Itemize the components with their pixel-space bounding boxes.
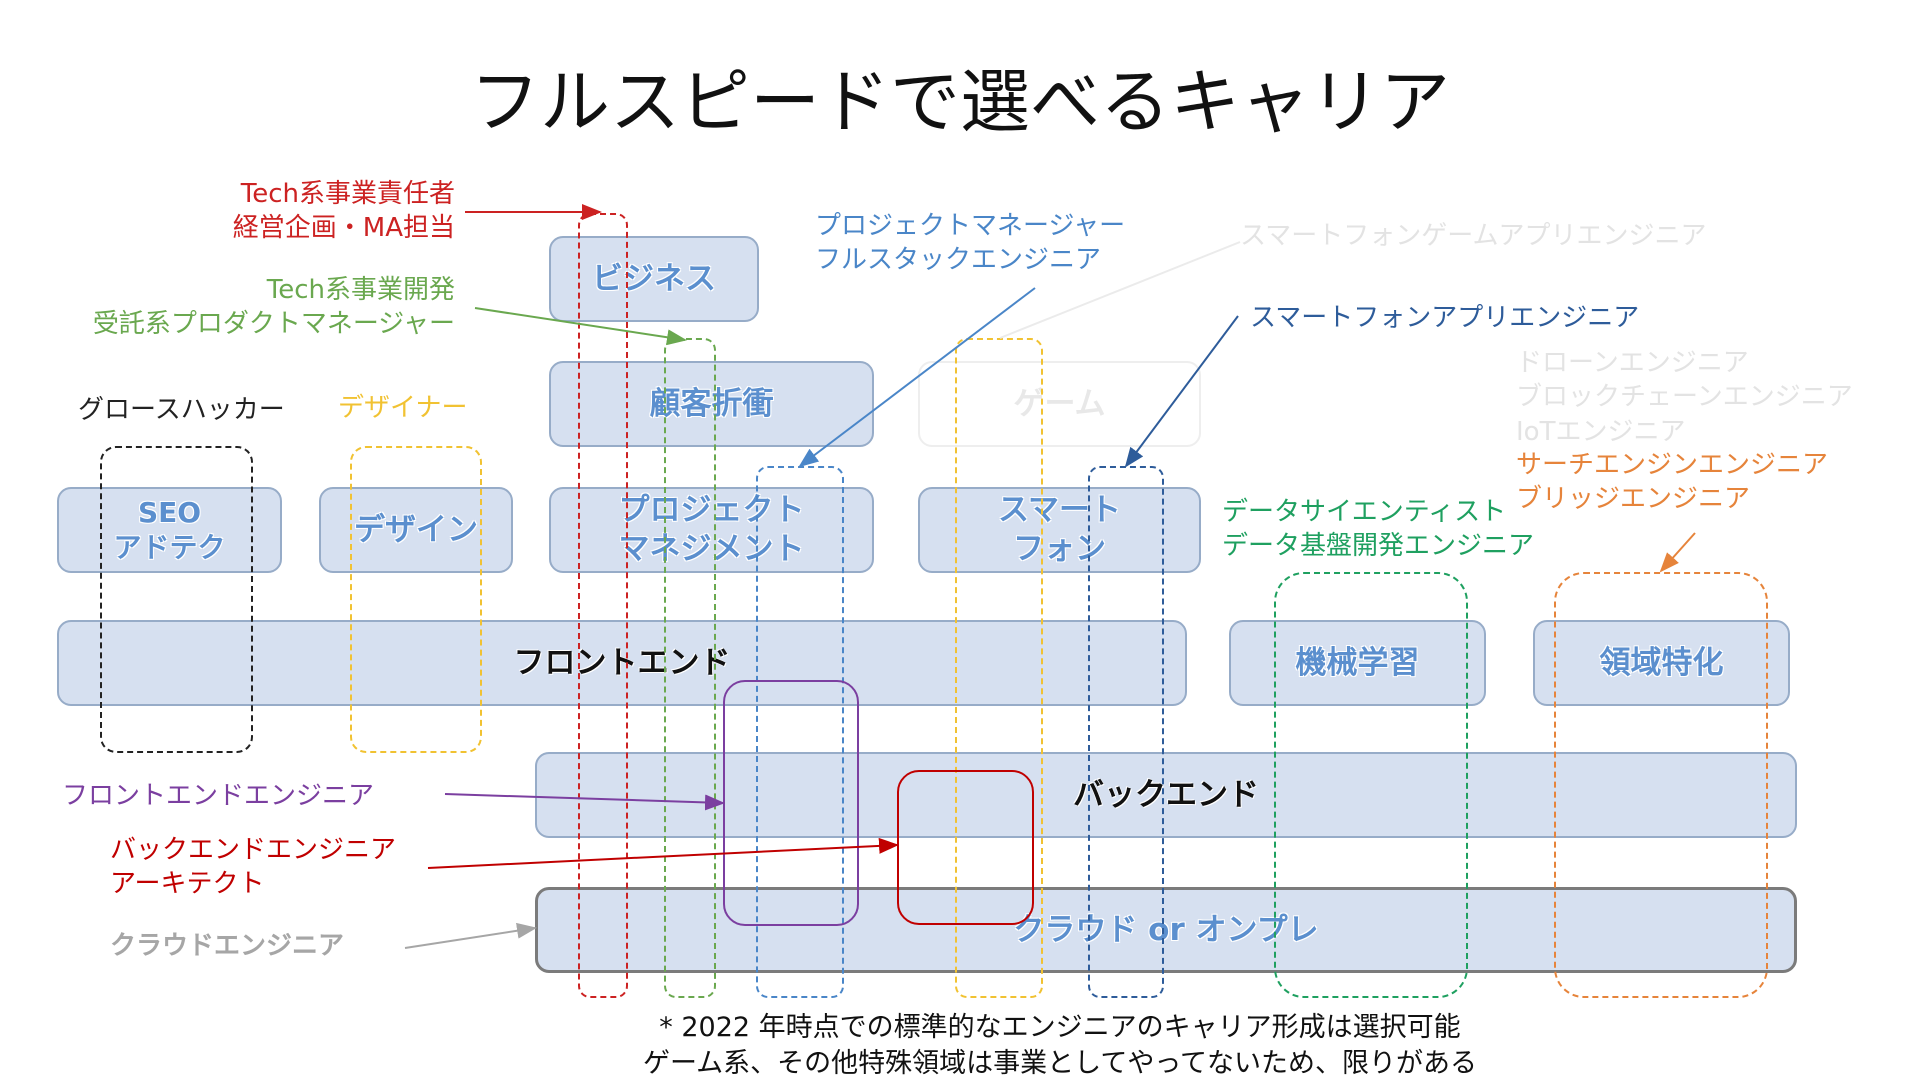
- arrow-search: [1659, 532, 1696, 573]
- label-be-line2: アーキテクト: [110, 868, 265, 899]
- block-frontend: フロントエンド: [57, 620, 1187, 706]
- outline-growth-hacker: [100, 446, 253, 753]
- block-negotiation: 顧客折衝: [549, 361, 874, 447]
- label-tech-exec-line1: Tech系事業責任者: [240, 179, 455, 209]
- footnote: * 2022 年時点での標準的なエンジニアのキャリア形成は選択可能 ゲーム系、そ…: [0, 1010, 1920, 1083]
- page-title: フルスピードで選べるキャリア: [470, 61, 1450, 143]
- block-backend-label: バックエンド: [1073, 776, 1259, 813]
- outline-search: [1554, 572, 1768, 998]
- block-smartphone-line1: スマート: [997, 492, 1122, 529]
- block-business: ビジネス: [549, 236, 759, 322]
- block-domain-specific: 領域特化: [1533, 620, 1790, 706]
- arrow-pm: [798, 287, 1036, 468]
- outline-tech-dev: [664, 338, 716, 998]
- label-growth-hacker: グロースハッカー: [78, 395, 285, 425]
- label-designer: デザイナー: [338, 393, 468, 423]
- block-project-management: プロジェクト マネジメント: [549, 487, 874, 573]
- label-search-line1: サーチエンジンエンジニア: [1516, 450, 1829, 480]
- label-special: ドローンエンジニア ブロックチェーンエンジニア IoTエンジニア: [1516, 346, 1853, 449]
- block-machine-learning: 機械学習: [1229, 620, 1486, 706]
- block-frontend-label: フロントエンド: [513, 644, 731, 681]
- arrow-game: [999, 241, 1241, 339]
- outline-tech-exec: [578, 213, 628, 998]
- block-cloud: クラウド or オンプレ: [535, 887, 1797, 973]
- label-app-engineer: スマートフォンアプリエンジニア: [1250, 303, 1640, 333]
- footnote-line1: * 2022 年時点での標準的なエンジニアのキャリア形成は選択可能: [659, 1012, 1461, 1043]
- label-pm-line1: プロジェクトマネージャー: [815, 211, 1126, 241]
- label-pm: プロジェクトマネージャー フルスタックエンジニア: [815, 210, 1125, 278]
- label-special-line2: ブロックチェーンエンジニア: [1516, 382, 1853, 413]
- label-special-line1: ドローンエンジニア: [1516, 348, 1749, 378]
- label-search-line2: ブリッジエンジニア: [1516, 484, 1751, 515]
- block-cloud-label: クラウド or オンプレ: [1013, 911, 1319, 948]
- block-smartphone: スマート フォン: [918, 487, 1201, 573]
- label-special-line3: IoTエンジニア: [1516, 416, 1686, 447]
- label-pm-line2: フルスタックエンジニア: [815, 244, 1102, 275]
- arrow-tech-dev: [474, 307, 687, 346]
- outline-game: [955, 338, 1043, 998]
- outline-data: [1274, 572, 1468, 998]
- label-data-line2: データ基盤開発エンジニア: [1222, 530, 1535, 561]
- label-be-line1: バックエンドエンジニア: [110, 835, 397, 865]
- label-data-line1: データサイエンティスト: [1222, 497, 1507, 527]
- block-domain-label: 領域特化: [1599, 644, 1724, 681]
- block-smartphone-line2: フォン: [1013, 531, 1106, 567]
- block-ml-label: 機械学習: [1295, 644, 1420, 681]
- footnote-line2: ゲーム系、その他特殊領域は事業としてやってないため、限りがある: [642, 1048, 1478, 1080]
- label-data: データサイエンティスト データ基盤開発エンジニア: [1222, 496, 1534, 564]
- label-cloud-engineer: クラウドエンジニア: [110, 931, 345, 961]
- label-game-engineer: スマートフォンゲームアプリエンジニア: [1240, 221, 1707, 251]
- label-tech-exec-line2: 経営企画・MA担当: [232, 212, 455, 243]
- block-business-label: ビジネス: [592, 260, 716, 297]
- label-tech-dev-line2: 受託系プロダクトマネージャー: [92, 308, 455, 339]
- label-frontend-engineer: フロントエンドエンジニア: [62, 781, 375, 811]
- block-design-label: デザイン: [354, 511, 478, 548]
- block-pm-line1: プロジェクト: [618, 492, 805, 529]
- outline-designer: [350, 446, 482, 753]
- block-backend: バックエンド: [535, 752, 1797, 838]
- arrow-cloud-eng: [404, 922, 537, 949]
- arrow-frontend-eng: [444, 793, 725, 811]
- block-game: ゲーム: [918, 361, 1201, 447]
- arrow-app: [1124, 315, 1239, 468]
- label-backend-engineer: バックエンドエンジニア アーキテクト: [110, 834, 396, 902]
- arrow-backend-eng: [427, 837, 899, 869]
- label-search: サーチエンジンエンジニア ブリッジエンジニア: [1516, 448, 1828, 517]
- block-seo-line2: アドテク: [113, 531, 226, 564]
- label-tech-dev: Tech系事業開発 受託系プロダクトマネージャー: [93, 274, 455, 342]
- label-tech-exec: Tech系事業責任者 経営企画・MA担当: [233, 178, 455, 246]
- block-seo-line1: SEO: [137, 496, 202, 529]
- block-pm-line2: マネジメント: [618, 531, 805, 567]
- label-tech-dev-line1: Tech系事業開発: [266, 275, 455, 305]
- block-negotiation-label: 顧客折衝: [649, 385, 774, 422]
- block-seo: SEO アドテク: [57, 487, 282, 573]
- block-game-label: ゲーム: [1013, 385, 1106, 422]
